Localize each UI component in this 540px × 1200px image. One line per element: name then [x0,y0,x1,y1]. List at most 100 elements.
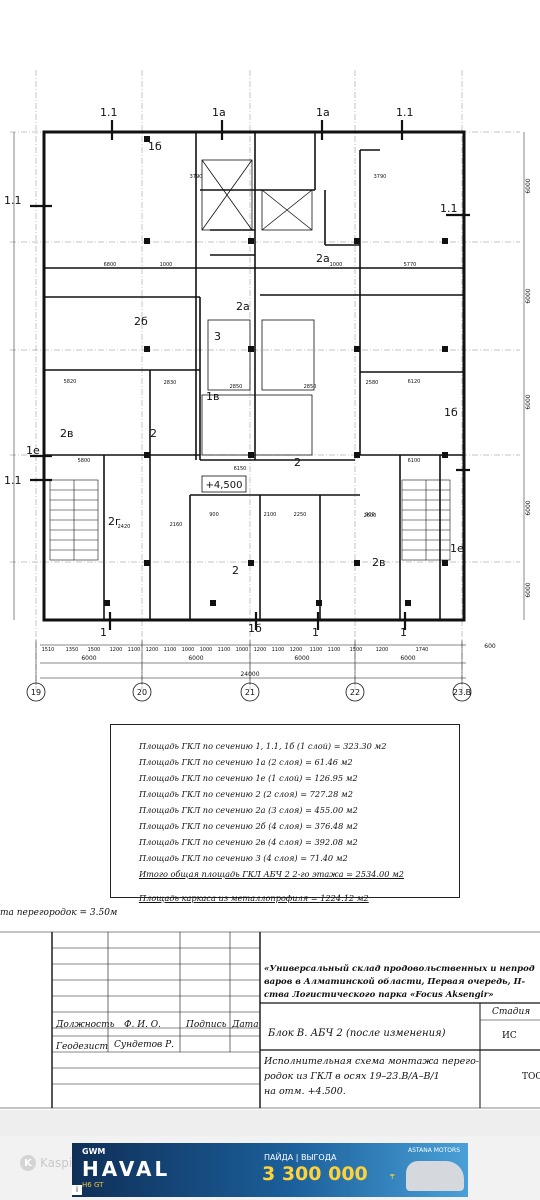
section-mark: 1.1 [4,194,22,207]
dim-segment: 1350 [66,647,79,653]
role: Геодезист [56,1042,109,1052]
dim-bay: 6000 [294,655,309,662]
row-dim: 6000 [525,178,532,193]
inner-dim: 6100 [408,458,421,464]
section-mark: 1в [206,390,219,403]
inner-dim: 6800 [104,262,117,268]
dim-segment: 1200 [146,647,159,653]
axis-label: 20 [137,688,147,697]
row-dim: 6000 [525,582,532,597]
dim-segment: 1510 [42,647,55,653]
section-mark: 1 [400,626,407,639]
ad-banner[interactable]: GWM HAVAL H6 GT ПАЙДА | ВЫГОДА 3 300 000… [72,1143,468,1197]
dim-bay: 6000 [400,655,415,662]
inner-dim: 5770 [404,262,417,268]
car-image-icon [406,1161,464,1191]
dim-segment: 1000 [236,647,249,653]
note-line: Площадь ГКЛ по сечению 2а (3 слоя) = 455… [139,805,358,815]
dim-segment: 1100 [328,647,341,653]
inner-dim: 5820 [64,379,77,385]
ad-brand-small: GWM [82,1147,106,1156]
section-mark: 1 [100,626,107,639]
section-mark: 1е [450,542,464,555]
inner-dim: 2580 [366,380,379,386]
section-mark: 1б [148,140,162,153]
dim-segment: 1200 [110,647,123,653]
section-mark: 2а [316,252,330,265]
inner-dim: 2850 [230,384,243,390]
section-mark: 2в [372,556,385,569]
section-mark: 2 [150,427,157,440]
organization: ТОО [522,1072,540,1082]
dim-segment: 1500 [88,647,101,653]
inner-dim: 2420 [118,524,131,530]
note-line: Площадь ГКЛ по сечению 1е (1 слой) = 126… [139,773,358,783]
note-total: Итого общая площадь ГКЛ АБЧ 2 2-го этажа… [139,869,405,879]
ad-price: 3 300 000 [262,1163,368,1185]
axis-label: 22 [350,688,360,697]
section-mark: 1.1 [396,106,414,119]
section-mark: 2г [108,515,121,528]
note-line: Площадь ГКЛ по сечению 2 (2 слоя) = 727.… [139,789,353,799]
note-line: Площадь ГКЛ по сечению 1а (2 слоя) = 61.… [139,757,353,767]
dim-segment: 1100 [164,647,177,653]
section-mark: 1.1 [440,202,458,215]
project-title: «Универсальный склад продовольственных и… [264,964,535,974]
ad-info-icon[interactable]: i [72,1185,82,1195]
col-position: Должность [56,1020,115,1030]
dim-segment: 1000 [182,647,195,653]
inner-dim: 900 [209,512,219,518]
dim-segment: 1500 [350,647,363,653]
separator-bar [0,1110,540,1136]
section-mark: 2 [232,564,239,577]
floor-plan: 1.11а1а1.11б1.11.12а2б2а31в2в21б1е21.12г… [4,70,532,702]
inner-dim: 3790 [190,174,203,180]
inner-dim: 3790 [374,174,387,180]
section-mark: 1.1 [4,474,22,487]
drawing-title-2: родок из ГКЛ в осях 19–23.В/А–В/1 [264,1071,440,1082]
col-name: Ф. И. О. [124,1020,162,1030]
block-name: Блок В. АБЧ 2 (после изменения) [268,1028,446,1039]
dim-segment: 1100 [272,647,285,653]
col-sign: Подпись [186,1020,227,1030]
ad-dealer: ASTANA MOTORS [408,1147,460,1154]
dim-segment: 1200 [376,647,389,653]
inner-dim: 6150 [234,466,247,472]
person: Сундетов Р. [114,1040,175,1050]
axis-label: 21 [245,688,255,697]
dim-segment: 1100 [128,647,141,653]
inner-dim: 5800 [78,458,91,464]
dim-segment: 1100 [310,647,323,653]
inner-dim: 900 [365,512,375,518]
section-mark: 1б [444,406,458,419]
project-title-2: варов в Алматинской области, Первая очер… [264,977,526,987]
area-notes: Площадь ГКЛ по сечению 1, 1.1, 1б (1 сло… [110,724,460,903]
dim-segment: 1000 [200,647,213,653]
section-mark: 2в [60,427,73,440]
ad-currency: ₸ [390,1173,395,1181]
dim-bay: 6000 [81,655,96,662]
col-date: Дата [232,1020,259,1030]
axis-label: 23.В [453,688,471,697]
stage-label: Стадия [492,1007,531,1017]
row-dim: 6000 [525,500,532,515]
dim-segment: 1740 [416,647,429,653]
note-line: Площадь ГКЛ по сечению 2в (4 слоя) = 392… [139,837,358,847]
axis-label: 19 [31,688,41,697]
ad-promo: ПАЙДА | ВЫГОДА [264,1153,337,1162]
inner-dim: 6120 [408,379,421,385]
stage-value: ИС [502,1031,517,1041]
dim-total: 24000 [240,671,259,678]
dim-segment: 1100 [218,647,231,653]
ad-brand: HAVAL [82,1157,171,1181]
note-frame: Площадь каркаса из металлопрофиля = 1224… [139,893,369,903]
drawing-title-3: на отм. +4.500. [264,1086,346,1097]
drawing-title-1: Исполнительная схема монтажа перего- [264,1056,479,1067]
inner-dim: 2100 [264,512,277,518]
row-dim: 6000 [525,394,532,409]
inner-dim: 1000 [160,262,173,268]
note-line: Площадь ГКЛ по сечению 2б (4 слоя) = 376… [139,821,358,831]
partition-height-note: та перегородок = 3.50м [0,908,118,918]
inner-dim: 2160 [170,522,183,528]
